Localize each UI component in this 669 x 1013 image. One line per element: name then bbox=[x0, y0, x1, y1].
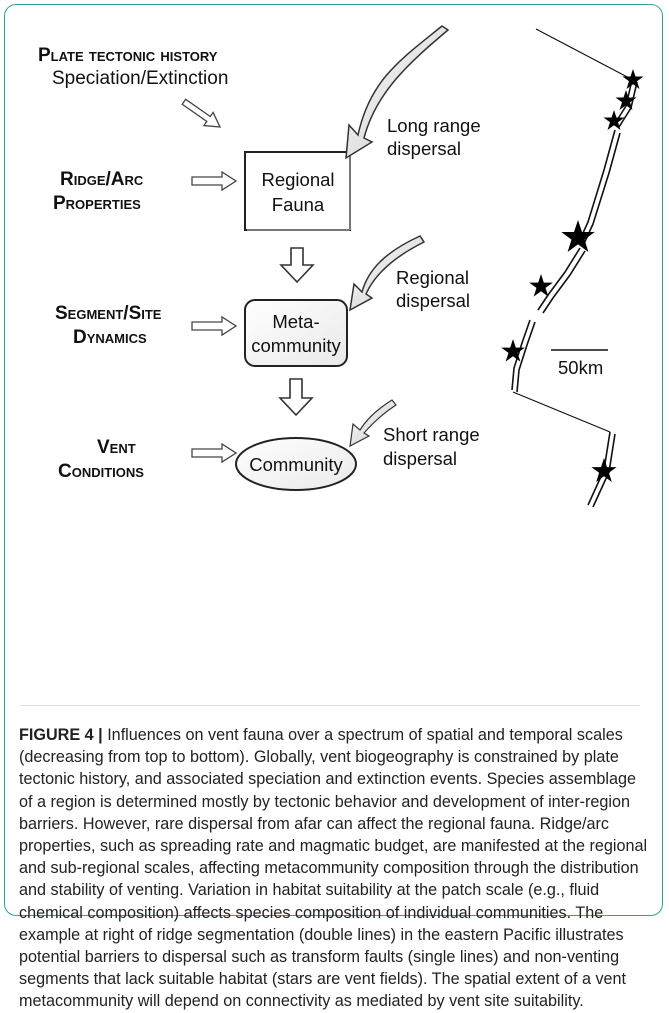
vent-label: Vent bbox=[97, 437, 136, 458]
ridge-arrow bbox=[191, 170, 238, 192]
short-range-dispersal-arrow bbox=[349, 399, 397, 448]
ridge-arc-label: Ridge/Arc bbox=[60, 169, 144, 190]
vent-field-star bbox=[591, 458, 617, 482]
scale-bar-label: 50km bbox=[558, 357, 603, 378]
vent-conditions-label: Conditions bbox=[58, 461, 144, 482]
down-arrow-1 bbox=[279, 247, 315, 284]
caption-text: Influences on vent fauna over a spectrum… bbox=[19, 726, 648, 1011]
segment-arrow bbox=[191, 315, 238, 337]
vent-field-star bbox=[501, 339, 525, 362]
metacommunity-box: Meta- community bbox=[244, 299, 348, 367]
diagonal-hollow-arrow bbox=[181, 98, 222, 128]
regional-fauna-box: Regional Fauna bbox=[244, 151, 351, 231]
segment-site-label: Segment/Site bbox=[55, 303, 162, 324]
figure-caption: FIGURE 4 | Influences on vent fauna over… bbox=[19, 724, 649, 1013]
long-range-label-1: Long range bbox=[387, 115, 481, 136]
ridge-map bbox=[511, 28, 638, 508]
regional-dispersal-arrow bbox=[349, 235, 426, 312]
vent-field-star bbox=[561, 220, 595, 252]
vent-field-star bbox=[615, 90, 637, 110]
regional-fauna-line2: Fauna bbox=[272, 194, 325, 215]
caption-divider bbox=[20, 705, 640, 706]
regional-fauna-line1: Regional bbox=[261, 169, 334, 190]
segment-dynamics-label: Dynamics bbox=[73, 327, 147, 348]
short-range-label-2: dispersal bbox=[383, 448, 457, 469]
community-label: Community bbox=[249, 454, 343, 475]
plate-tectonic-label: Plate tectonic history bbox=[38, 45, 218, 66]
speciation-label: Speciation/Extinction bbox=[52, 68, 228, 89]
short-range-label-1: Short range bbox=[383, 424, 480, 445]
down-arrow-2 bbox=[278, 378, 314, 417]
vent-field-star bbox=[603, 110, 625, 130]
transform-fault bbox=[535, 28, 634, 81]
vent-field-star bbox=[622, 69, 644, 89]
caption-separator: | bbox=[93, 726, 108, 744]
long-range-dispersal-arrow bbox=[345, 25, 450, 160]
metacommunity-line1: Meta- bbox=[272, 311, 319, 332]
transform-fault bbox=[512, 391, 611, 433]
regional-dispersal-label-1: Regional bbox=[396, 267, 469, 288]
vent-field-stars bbox=[501, 69, 644, 482]
figure-label: FIGURE 4 bbox=[19, 726, 94, 744]
ridge-properties-label: Properties bbox=[53, 193, 141, 214]
vent-fauna-diagram: Plate tectonic history Speciation/Extinc… bbox=[38, 25, 644, 508]
metacommunity-line2: community bbox=[251, 335, 341, 356]
long-range-label-2: dispersal bbox=[387, 138, 461, 159]
vent-field-star bbox=[529, 274, 553, 297]
regional-dispersal-label-2: dispersal bbox=[396, 290, 470, 311]
vent-arrow bbox=[191, 442, 238, 464]
ridge-segment bbox=[511, 129, 621, 393]
community-ellipse: Community bbox=[235, 437, 357, 491]
